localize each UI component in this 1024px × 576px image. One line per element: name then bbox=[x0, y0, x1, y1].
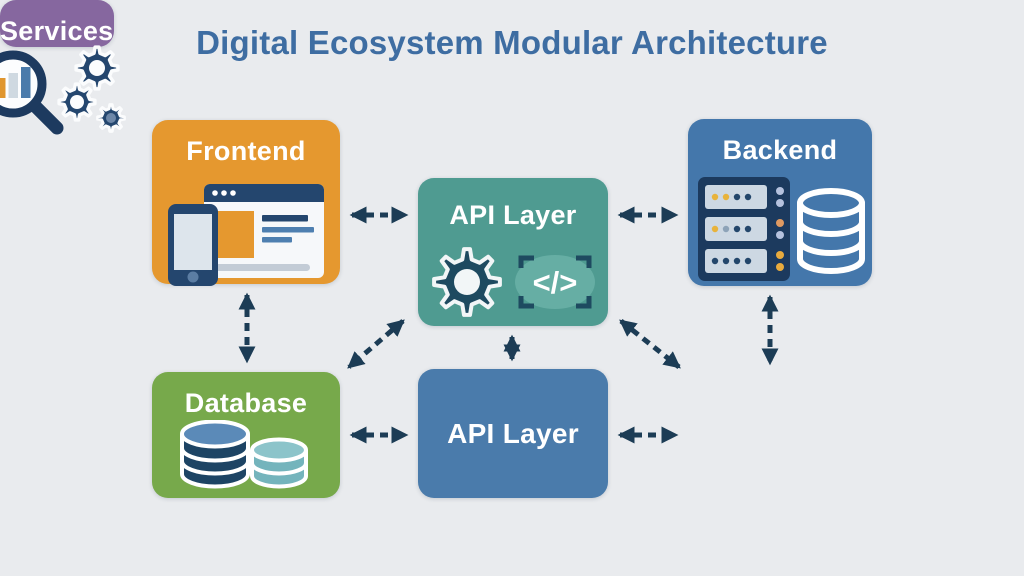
database-cylinder-icon bbox=[797, 188, 865, 274]
node-backend: Backend bbox=[688, 119, 872, 286]
node-backend-label: Backend bbox=[722, 135, 838, 165]
diagram-title: Digital Ecosystem Modular Architecture bbox=[196, 24, 828, 61]
node-api-layer-top: API Layer </> bbox=[418, 178, 608, 326]
node-api-layer-bottom-label: API Layer bbox=[447, 417, 579, 449]
node-api-layer-top-label: API Layer bbox=[449, 200, 577, 230]
node-database-label: Database bbox=[184, 388, 308, 418]
node-api-layer-bottom: API Layer bbox=[418, 369, 608, 498]
gear-icon bbox=[432, 247, 502, 317]
code-badge-icon: </> bbox=[515, 255, 595, 309]
gear-code-icons: </> bbox=[432, 247, 595, 317]
magnifier-chart-icon bbox=[0, 50, 64, 135]
phone-icon bbox=[168, 204, 218, 286]
node-services-label: Services bbox=[0, 16, 114, 46]
node-frontend: Frontend bbox=[152, 120, 340, 286]
node-services: Services bbox=[0, 0, 126, 135]
small-cylinder-icon bbox=[250, 437, 308, 489]
database-cylinders-icon bbox=[180, 420, 308, 489]
server-rack-icon bbox=[698, 177, 790, 281]
large-cylinder-icon bbox=[180, 420, 250, 489]
browser-window-icon bbox=[204, 184, 324, 278]
magnifier-gears-icons bbox=[0, 45, 126, 135]
edge-apitop-database bbox=[347, 319, 405, 369]
node-database: Database bbox=[152, 372, 340, 498]
gears-icon bbox=[57, 45, 126, 133]
code-glyph: </> bbox=[533, 265, 578, 300]
server-database-icons bbox=[698, 177, 865, 281]
node-frontend-label: Frontend bbox=[186, 136, 306, 166]
browser-phone-icon bbox=[168, 184, 324, 286]
edge-apitop-services bbox=[619, 319, 681, 369]
